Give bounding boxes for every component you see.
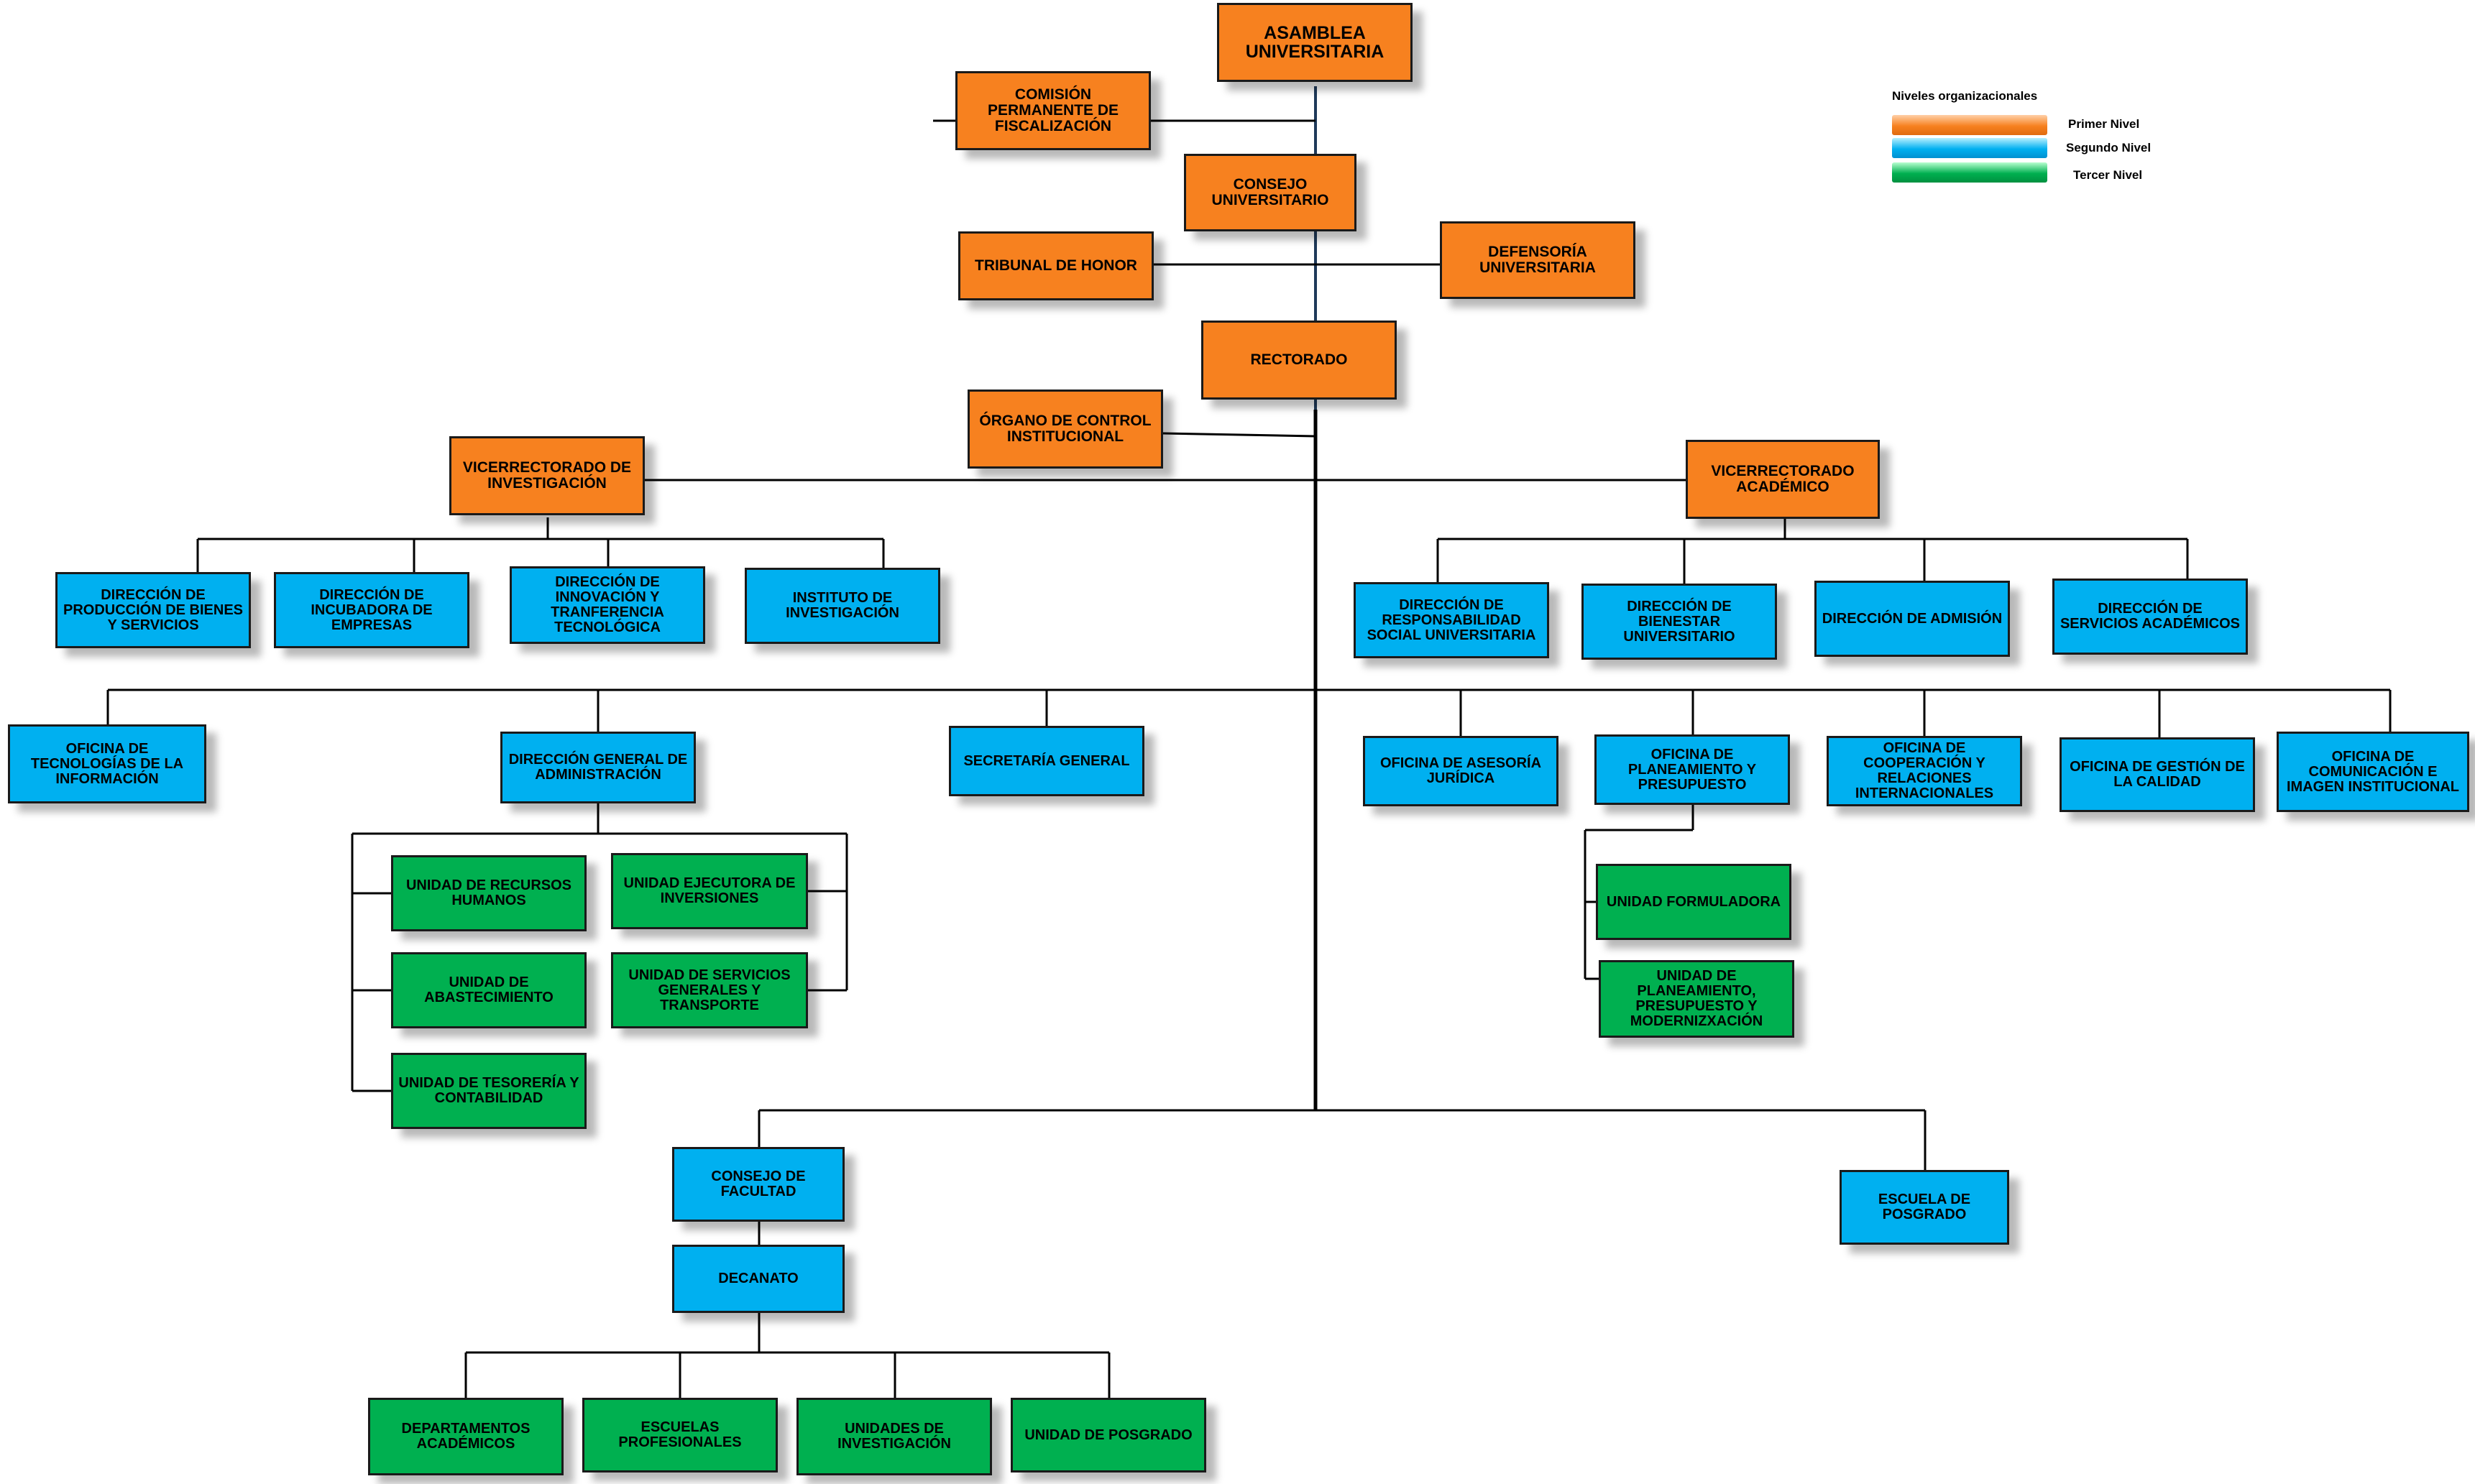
node-oficina-gestion-calidad[interactable]: OFICINA DE GESTIÓN DE LA CALIDAD <box>2060 737 2255 812</box>
node-comision-permanente-fiscalizacion[interactable]: COMISIÓN PERMANENTE DE FISCALIZACIÓN <box>955 71 1151 150</box>
legend-title: Niveles organizacionales <box>1892 89 2038 103</box>
node-escuela-de-posgrado[interactable]: ESCUELA DE POSGRADO <box>1840 1170 2009 1245</box>
node-oficina-cooperacion[interactable]: OFICINA DE COOPERACIÓN Y RELACIONES INTE… <box>1827 736 2022 806</box>
node-unidad-tesoreria-contabilidad[interactable]: UNIDAD DE TESORERÍA Y CONTABILIDAD <box>391 1053 587 1129</box>
legend-swatch-tercer-nivel <box>1892 162 2047 183</box>
node-vicerrectorado-academico[interactable]: VICERRECTORADO ACADÉMICO <box>1686 440 1880 519</box>
node-organo-control-institucional[interactable]: ÓRGANO DE CONTROL INSTITUCIONAL <box>968 390 1163 469</box>
node-defensoria-universitaria[interactable]: DEFENSORÍA UNIVERSITARIA <box>1440 221 1635 299</box>
node-oficina-tecnologias[interactable]: OFICINA DE TECNOLOGÍAS DE LA INFORMACIÓN <box>8 724 206 803</box>
node-direccion-bienestar[interactable]: DIRECCIÓN DE BIENESTAR UNIVERSITARIO <box>1581 584 1777 660</box>
legend-swatch-segundo-nivel <box>1892 138 2047 158</box>
node-secretaria-general[interactable]: SECRETARÍA GENERAL <box>949 726 1144 796</box>
node-oficina-planeamiento-presupuesto[interactable]: OFICINA DE PLANEAMIENTO Y PRESUPUESTO <box>1594 734 1790 805</box>
legend-label-primer-nivel: Primer Nivel <box>2068 117 2140 131</box>
legend-swatch-primer-nivel <box>1892 115 2047 135</box>
node-direccion-admision[interactable]: DIRECCIÓN DE ADMISIÓN <box>1814 581 2010 657</box>
node-consejo-de-facultad[interactable]: CONSEJO DE FACULTAD <box>672 1147 845 1222</box>
node-consejo-universitario[interactable]: CONSEJO UNIVERSITARIO <box>1184 154 1356 231</box>
node-asamblea-universitaria[interactable]: ASAMBLEA UNIVERSITARIA <box>1217 3 1413 82</box>
node-escuelas-profesionales[interactable]: ESCUELAS PROFESIONALES <box>582 1398 778 1473</box>
node-unidad-abastecimiento[interactable]: UNIDAD DE ABASTECIMIENTO <box>391 952 587 1028</box>
node-unidad-de-posgrado[interactable]: UNIDAD DE POSGRADO <box>1011 1398 1206 1473</box>
node-unidad-planeamiento-presupuesto[interactable]: UNIDAD DE PLANEAMIENTO, PRESUPUESTO Y MO… <box>1599 960 1794 1038</box>
node-oficina-asesoria-juridica[interactable]: OFICINA DE ASESORÍA JURÍDICA <box>1363 736 1558 806</box>
node-decanato[interactable]: DECANATO <box>672 1245 845 1313</box>
legend-label-segundo-nivel: Segundo Nivel <box>2066 141 2152 155</box>
node-direccion-servicios-academicos[interactable]: DIRECCIÓN DE SERVICIOS ACADÉMICOS <box>2052 579 2248 655</box>
node-direccion-responsabilidad-social[interactable]: DIRECCIÓN DE RESPONSABILIDAD SOCIAL UNIV… <box>1354 582 1549 658</box>
node-unidad-formuladora[interactable]: UNIDAD FORMULADORA <box>1596 864 1791 940</box>
node-direccion-innovacion[interactable]: DIRECCIÓN DE INNOVACIÓN Y TRANFERENCIA T… <box>510 566 705 644</box>
node-oficina-comunicacion[interactable]: OFICINA DE COMUNICACIÓN E IMAGEN INSTITU… <box>2277 732 2469 812</box>
node-direccion-general-administracion[interactable]: DIRECCIÓN GENERAL DE ADMINISTRACIÓN <box>500 732 696 803</box>
node-rectorado[interactable]: RECTORADO <box>1201 321 1397 400</box>
node-tribunal-de-honor[interactable]: TRIBUNAL DE HONOR <box>958 231 1154 300</box>
legend-label-tercer-nivel: Tercer Nivel <box>2073 168 2143 182</box>
node-unidad-recursos-humanos[interactable]: UNIDAD DE RECURSOS HUMANOS <box>391 855 587 931</box>
node-direccion-incubadora-empresas[interactable]: DIRECCIÓN DE INCUBADORA DE EMPRESAS <box>274 572 469 648</box>
node-instituto-investigacion[interactable]: INSTITUTO DE INVESTIGACIÓN <box>745 568 940 644</box>
node-unidad-ejecutora-inversiones[interactable]: UNIDAD EJECUTORA DE INVERSIONES <box>611 853 808 929</box>
node-direccion-produccion-bienes[interactable]: DIRECCIÓN DE PRODUCCIÓN DE BIENES Y SERV… <box>55 572 251 648</box>
node-vicerrectorado-investigacion[interactable]: VICERRECTORADO DE INVESTIGACIÓN <box>449 436 645 515</box>
node-unidades-de-investigacion[interactable]: UNIDADES DE INVESTIGACIÓN <box>796 1398 992 1475</box>
node-unidad-servicios-generales[interactable]: UNIDAD DE SERVICIOS GENERALES Y TRANSPOR… <box>611 952 808 1028</box>
node-departamentos-academicos[interactable]: DEPARTAMENTOS ACADÉMICOS <box>368 1398 564 1475</box>
